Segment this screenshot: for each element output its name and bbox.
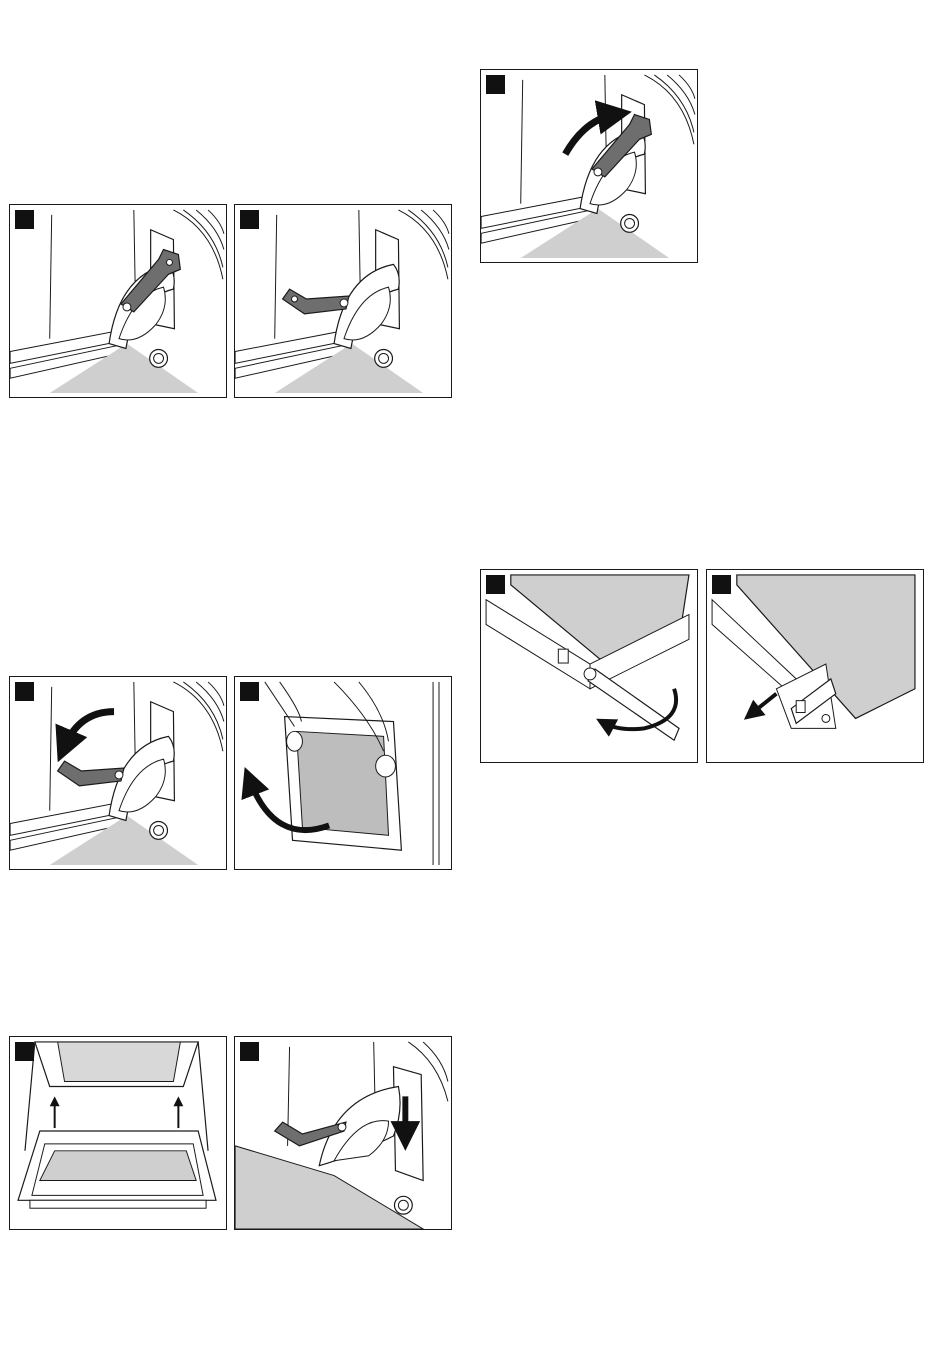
step-marker bbox=[15, 682, 34, 701]
figure-hinge-lever-closed bbox=[9, 204, 227, 398]
step-marker bbox=[15, 1042, 34, 1061]
step-marker bbox=[712, 575, 731, 594]
step-marker bbox=[240, 682, 259, 701]
hinge-illustration bbox=[10, 205, 226, 397]
door-illustration bbox=[235, 677, 451, 869]
figure-hinge-lever-open bbox=[234, 204, 452, 398]
step-marker bbox=[240, 1042, 259, 1061]
step-marker bbox=[486, 575, 505, 594]
screwdriver-illustration bbox=[481, 570, 697, 762]
hinge-illustration bbox=[235, 205, 451, 397]
figure-door-panel-insert bbox=[9, 1036, 227, 1230]
figure-cover-strip-unscrew bbox=[480, 569, 698, 763]
rotate-arrow-icon bbox=[65, 712, 114, 747]
figure-hinge-engage-slot bbox=[234, 1036, 452, 1230]
door-panel-illustration bbox=[10, 1037, 226, 1229]
figure-hinge-lever-fold-up bbox=[480, 69, 698, 263]
hinge-illustration bbox=[235, 1037, 451, 1229]
hinge-illustration bbox=[481, 70, 697, 262]
figure-hinge-lever-fold-down bbox=[9, 676, 227, 870]
pull-arrow-icon bbox=[752, 694, 777, 714]
step-marker bbox=[15, 210, 34, 229]
step-marker bbox=[486, 75, 505, 94]
figure-cover-strip-remove bbox=[706, 569, 924, 763]
hinge-illustration bbox=[10, 677, 226, 869]
figure-door-lift-off bbox=[234, 676, 452, 870]
cover-strip-illustration bbox=[707, 570, 923, 762]
step-marker bbox=[240, 210, 259, 229]
